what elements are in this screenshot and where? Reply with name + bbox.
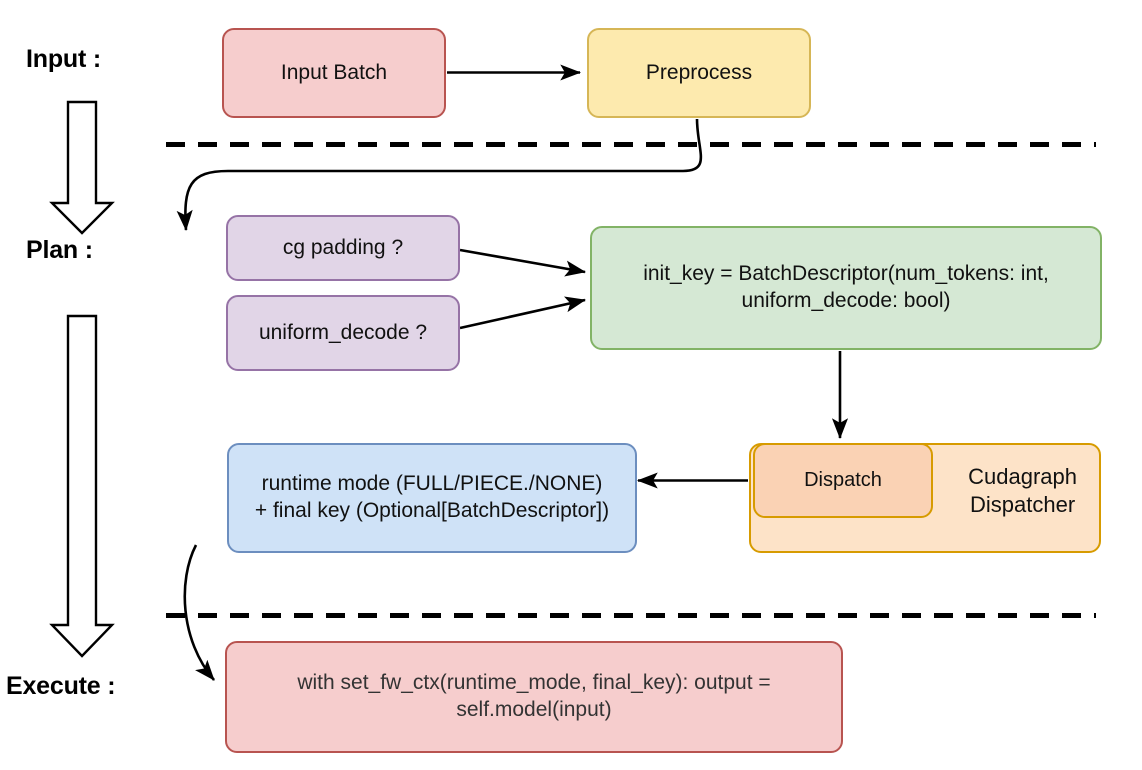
block-arrow-input-to-plan xyxy=(49,100,115,235)
stage-label-input: Input : xyxy=(26,45,101,73)
node-input-batch[interactable]: Input Batch xyxy=(222,28,446,118)
arrow-runtime-mode-to-execute-code xyxy=(183,544,215,681)
arrow-cg-padding-to-init-key xyxy=(459,248,587,277)
node-execute-code[interactable]: with set_fw_ctx(runtime_mode, final_key)… xyxy=(225,641,843,753)
node-preprocess[interactable]: Preprocess xyxy=(587,28,811,118)
node-dispatch[interactable]: Dispatch xyxy=(753,443,933,518)
block-arrow-plan-to-execute xyxy=(49,314,115,658)
stage-label-execute: Execute : xyxy=(6,672,116,700)
node-cg-padding[interactable]: cg padding ? xyxy=(226,215,460,281)
stage-label-plan: Plan : xyxy=(26,236,93,264)
arrow-preprocess-to-cg-padding xyxy=(176,118,703,232)
arrow-uniform-decode-to-init-key xyxy=(459,296,587,330)
node-uniform-decode[interactable]: uniform_decode ? xyxy=(226,295,460,371)
node-runtime-mode[interactable]: runtime mode (FULL/PIECE./NONE) + final … xyxy=(227,443,637,553)
node-init-key[interactable]: init_key = BatchDescriptor(num_tokens: i… xyxy=(590,226,1102,350)
